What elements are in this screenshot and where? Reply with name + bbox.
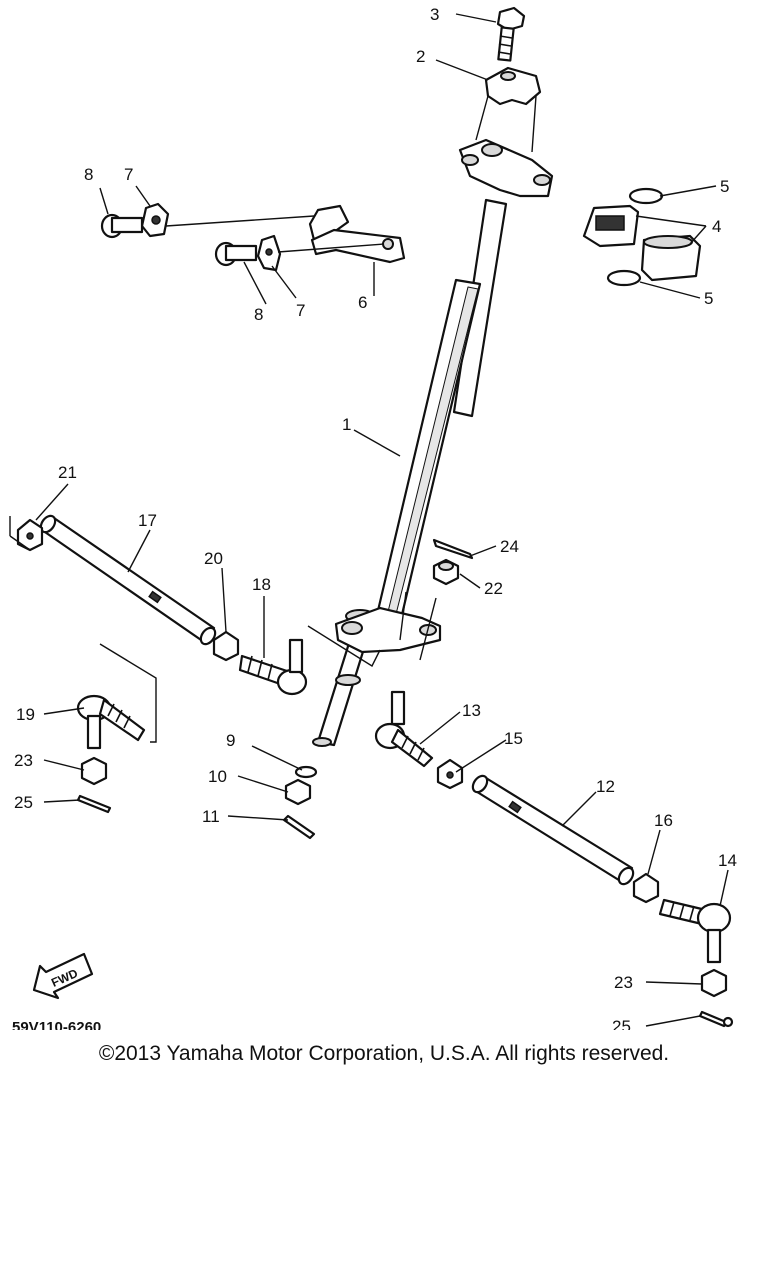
callout-24: 24	[500, 537, 519, 556]
callout-14: 14	[718, 851, 737, 870]
callout-10: 10	[208, 767, 227, 786]
callout-12: 12	[596, 777, 615, 796]
steering-parts-diagram: FWD 59V110-6260 3 2 5 4 5 8 7 8 7 6 1 21…	[9, 5, 737, 1030]
callout-5: 5	[720, 177, 729, 196]
tie-rod-end-right-inner	[374, 690, 434, 768]
bushing-upper	[582, 204, 640, 248]
handlebar-holder	[475, 66, 542, 153]
holder-bolt-upper	[100, 213, 144, 239]
callout-18: 18	[252, 575, 271, 594]
tie-rod-end-left-inner	[238, 638, 308, 696]
cotter-pin-right	[698, 1010, 734, 1028]
callout-17: 17	[138, 511, 157, 530]
bushing-lower	[640, 234, 702, 282]
collar-upper	[628, 187, 664, 205]
fwd-arrow: FWD	[32, 952, 94, 1000]
callout-21: 21	[58, 463, 77, 482]
callout-2: 2	[416, 47, 425, 66]
callout-1: 1	[342, 415, 351, 434]
drawing-code: 59V110-6260	[12, 1019, 101, 1030]
locknut-left-inner	[212, 630, 240, 662]
collar-lower	[606, 269, 642, 287]
holder-bolt-lower	[214, 241, 258, 267]
locknut-right-inner	[436, 758, 464, 790]
callout-5-lower: 5	[704, 289, 713, 308]
copyright-notice: ©2013 Yamaha Motor Corporation, U.S.A. A…	[98, 1042, 670, 1065]
callout-7: 7	[124, 165, 133, 184]
callout-22: 22	[484, 579, 503, 598]
callout-25-right: 25	[612, 1017, 631, 1030]
tie-rod-end-left-outer	[76, 694, 146, 750]
holder-bolt	[496, 6, 526, 62]
callout-3: 3	[430, 5, 439, 24]
cotter-pin-top	[432, 538, 474, 560]
callout-8-lower: 8	[254, 305, 263, 324]
callout-13: 13	[462, 701, 481, 720]
locknut-left-outer	[16, 518, 44, 552]
column-top-bracket	[458, 138, 554, 198]
lock-plate-upper	[140, 202, 170, 238]
callout-16: 16	[654, 811, 673, 830]
locknut-right-outer	[632, 872, 660, 904]
callout-4: 4	[712, 217, 721, 236]
pitman-arm	[334, 606, 442, 654]
callouts: 3 2 5 4 5 8 7 8 7 6 1 21 17 20 18 24 22 …	[14, 5, 737, 1030]
steering-column	[312, 198, 508, 747]
callout-15: 15	[504, 729, 523, 748]
callout-9: 9	[226, 731, 235, 750]
lock-plate-lower	[256, 234, 282, 272]
castle-nut-left	[80, 756, 108, 786]
tie-rod-end-right-outer	[658, 898, 732, 964]
cotter-pin-column	[282, 814, 316, 840]
callout-23-right: 23	[614, 973, 633, 992]
callout-7-lower: 7	[296, 301, 305, 320]
leader-lines	[35, 13, 729, 1027]
callout-19: 19	[16, 705, 35, 724]
nut-column	[284, 778, 312, 806]
callout-11: 11	[202, 807, 220, 826]
castle-nut-top	[432, 558, 460, 586]
tie-rod-right	[471, 774, 635, 886]
callout-6: 6	[358, 293, 367, 312]
tie-rod-left	[39, 514, 217, 646]
cotter-pin-left	[76, 794, 112, 814]
callout-23: 23	[14, 751, 33, 770]
callout-8: 8	[84, 165, 93, 184]
callout-25: 25	[14, 793, 33, 812]
castle-nut-right	[700, 968, 728, 998]
callout-20: 20	[204, 549, 223, 568]
